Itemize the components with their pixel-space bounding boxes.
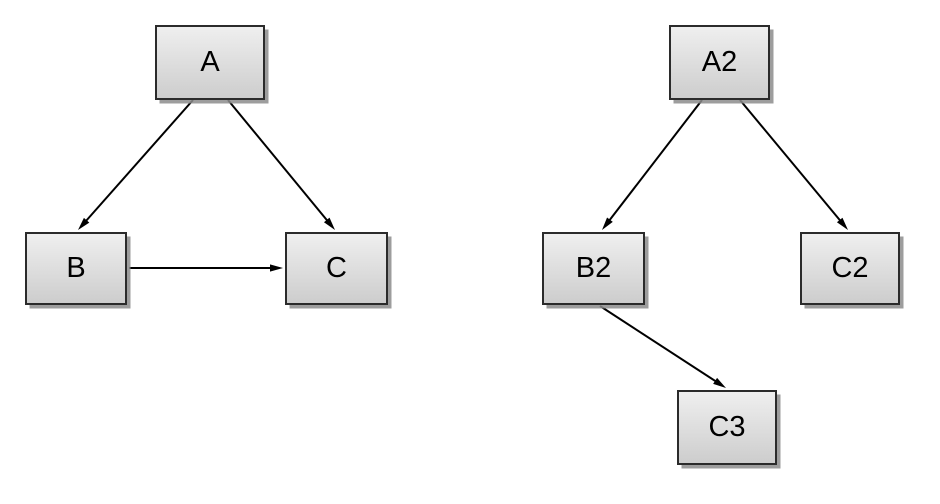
- arrowhead-icon: [713, 377, 726, 388]
- node-c[interactable]: C: [285, 232, 388, 305]
- node-b[interactable]: B: [25, 232, 127, 305]
- edge-a-b: [78, 99, 194, 230]
- edge-a2-c2: [739, 99, 848, 230]
- edge-b-c: [129, 264, 283, 272]
- edge-b2-c3: [599, 305, 726, 388]
- edge-line: [227, 99, 329, 223]
- node-label-a2: A2: [701, 46, 738, 78]
- arrowhead-icon: [323, 217, 335, 230]
- edge-a2-b2: [602, 99, 703, 230]
- node-label-a: A: [200, 46, 220, 78]
- node-label-b2: B2: [575, 252, 612, 284]
- node-c3[interactable]: C3: [677, 390, 777, 465]
- node-label-b: B: [66, 252, 86, 284]
- edge-line: [599, 305, 718, 383]
- arrowhead-icon: [602, 217, 613, 230]
- arrowhead-icon: [270, 264, 283, 272]
- node-label-c3: C3: [708, 411, 746, 443]
- node-a[interactable]: A: [155, 25, 265, 100]
- node-b2[interactable]: B2: [542, 232, 645, 305]
- node-c2[interactable]: C2: [800, 232, 900, 305]
- node-label-c: C: [326, 252, 347, 284]
- edge-line: [607, 99, 703, 222]
- node-label-c2: C2: [831, 252, 869, 284]
- node-a2[interactable]: A2: [669, 25, 770, 100]
- arrowhead-icon: [78, 217, 90, 230]
- edge-line: [84, 99, 194, 223]
- edge-a-c: [227, 99, 335, 230]
- edge-line: [739, 99, 842, 223]
- arrowhead-icon: [836, 217, 848, 230]
